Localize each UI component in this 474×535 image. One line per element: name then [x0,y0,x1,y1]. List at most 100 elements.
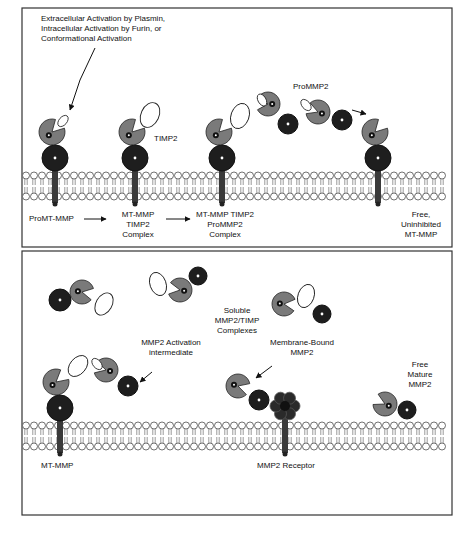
zinc-site-center [109,370,111,372]
lipid-head [343,172,350,179]
domain-dot [59,407,62,410]
domain-dot [127,385,130,388]
receptor-subunit [280,401,290,411]
lipid-head [31,422,38,429]
domain-dot [258,399,261,402]
lipid-head [311,193,318,200]
lipid-head [431,193,438,200]
lipid-head [271,193,278,200]
hemopexin-domain [42,145,68,171]
lipid-head [439,172,446,179]
lipid-head [311,443,318,450]
lipid-head [295,422,302,429]
hemopexin-domain [209,145,235,171]
lipid-head [407,193,414,200]
zinc-site-center [271,103,273,105]
lipid-head [287,172,294,179]
domain-dot [221,157,224,160]
lipid-head [103,172,110,179]
lipid-head [39,193,46,200]
zinc-site [319,110,325,116]
lipid-head [431,172,438,179]
lipid-head [103,422,110,429]
lipid-head [71,193,78,200]
lipid-head [399,172,406,179]
hemopexin-domain [365,145,391,171]
label: MT-MMP TIMP2 Complex [110,210,166,240]
cytoplasmic-tail [376,202,381,207]
lipid-head [207,422,214,429]
lipid-head [367,443,374,450]
zinc-site [50,382,56,388]
lipid-head [23,443,30,450]
domain-dot [321,313,324,316]
lipid-head [119,193,126,200]
lipid-head [231,193,238,200]
pro-domain [56,113,70,128]
lipid-head [431,422,438,429]
lipid-head [79,443,86,450]
timp2-molecule [227,101,253,132]
hemopexin-domain [332,110,352,130]
lipid-head [39,443,46,450]
hemopexin-domain [47,395,73,421]
hemopexin-domain [398,401,416,419]
lipid-head [391,443,398,450]
lipid-head [439,193,446,200]
cytoplasmic-tail [220,202,225,207]
label: ProMT-MMP [28,214,75,224]
lipid-head [23,172,30,179]
catalytic-domain [70,280,93,304]
lipid-head [111,193,118,200]
lipid-head [87,443,94,450]
domain-dot [377,157,380,160]
lipid-head [295,193,302,200]
arrow [70,48,95,110]
lipid-head [335,422,342,429]
lipid-head [319,193,326,200]
timp2-molecule [91,290,117,319]
label: Free Mature MMP2 [398,360,442,390]
hemopexin-domain [249,390,269,410]
lipid-head [159,443,166,450]
cytoplasmic-tail [58,452,63,457]
lipid-head [215,422,222,429]
lipid-head [71,443,78,450]
lipid-head [175,443,182,450]
domain-dot [287,123,290,126]
lipid-head [359,443,366,450]
lipid-head [151,193,158,200]
lipid-head [415,443,422,450]
lipid-head [87,172,94,179]
lipid-head [47,443,54,450]
zinc-site [277,301,283,307]
lipid-head [351,172,358,179]
lipid-head [271,443,278,450]
lipid-head [351,443,358,450]
lipid-head [391,422,398,429]
lipid-head [351,193,358,200]
lipid-head [263,193,270,200]
lipid-head [23,422,30,429]
catalytic-domain [272,292,295,316]
lipid-head [263,422,270,429]
lipid-head [31,443,38,450]
lipid-head [119,443,126,450]
lipid-head [215,443,222,450]
lipid-head [47,422,54,429]
lipid-head [167,422,174,429]
arrow [84,219,106,220]
cytoplasmic-tail [283,452,288,457]
lipid-head [255,172,262,179]
lipid-head [95,443,102,450]
lipid-head [223,422,230,429]
lipid-head [327,193,334,200]
lipid-head [319,172,326,179]
lipid-head [79,172,86,179]
lipid-head [63,193,70,200]
zinc-site [386,403,392,409]
lipid-head [343,443,350,450]
arrow [140,372,152,382]
hemopexin-domain [122,145,148,171]
lipid-head [423,172,430,179]
